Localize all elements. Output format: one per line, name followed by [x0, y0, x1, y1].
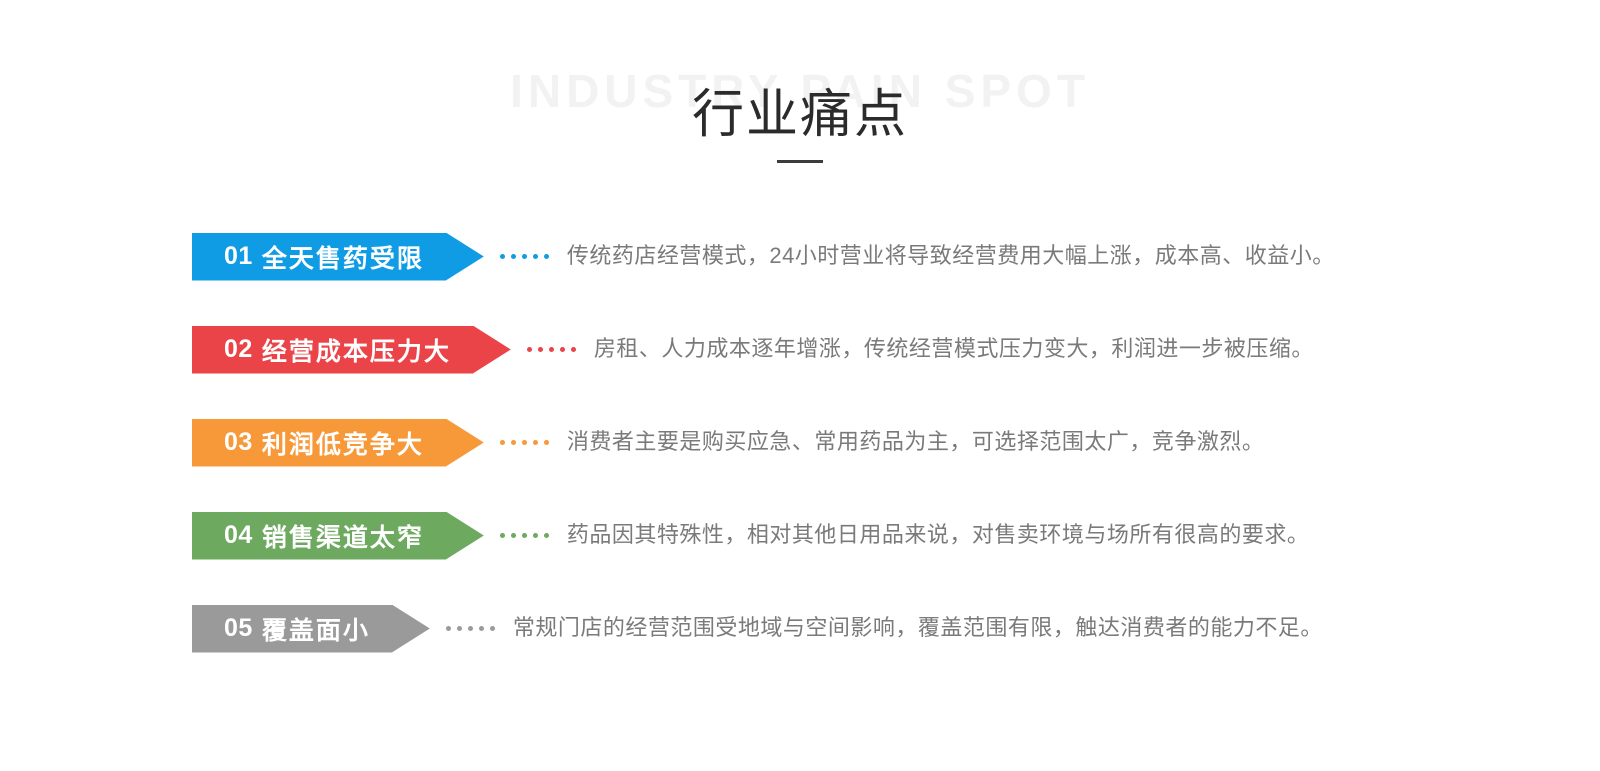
dotted-leader-icon: [499, 533, 549, 538]
page-title: 行业痛点: [691, 86, 908, 144]
pain-point-label: 利润低竞争大: [261, 430, 424, 459]
list-item: 02 经营成本压力大 房租、人力成本逐年增涨，传统经营模式压力变大，利润进一步被…: [0, 303, 1600, 396]
pain-point-description: 传统药店经营模式，24小时营业将导致经营费用大幅上涨，成本高、收益小。: [566, 243, 1335, 269]
pain-point-description: 房租、人力成本逐年增涨，传统经营模式压力变大，利润进一步被压缩。: [593, 336, 1314, 362]
title-stack: INDUSTRY PAIN SPOT 行业痛点: [350, 58, 1250, 178]
pain-point-number: 05: [224, 614, 253, 642]
pain-point-description: 药品因其特殊性，相对其他日用品来说，对售卖环境与场所有很高的要求。: [566, 522, 1310, 548]
list-item: 01 全天售药受限 传统药店经营模式，24小时营业将导致经营费用大幅上涨，成本高…: [0, 210, 1600, 303]
pain-point-tag-04[interactable]: 04 销售渠道太窄: [192, 512, 484, 560]
pain-point-description: 消费者主要是购买应急、常用药品为主，可选择范围太广，竞争激烈。: [566, 429, 1265, 455]
dotted-leader-icon: [526, 347, 576, 352]
pain-point-tag-02[interactable]: 02 经营成本压力大: [192, 326, 511, 374]
list-item: 04 销售渠道太窄 药品因其特殊性，相对其他日用品来说，对售卖环境与场所有很高的…: [0, 489, 1600, 582]
list-item: 05 覆盖面小 常规门店的经营范围受地域与空间影响，覆盖范围有限，触达消费者的能…: [0, 582, 1600, 675]
dotted-leader-icon: [499, 440, 549, 445]
dotted-leader-icon: [445, 626, 495, 631]
title-english-watermark: INDUSTRY PAIN SPOT: [510, 65, 1090, 117]
pain-point-tag-03[interactable]: 03 利润低竞争大: [192, 419, 484, 467]
pain-point-tag-05[interactable]: 05 覆盖面小: [192, 605, 430, 653]
pain-point-description: 常规门店的经营范围受地域与空间影响，覆盖范围有限，触达消费者的能力不足。: [512, 615, 1323, 641]
pain-point-number: 04: [224, 521, 253, 549]
dotted-leader-icon: [499, 254, 549, 259]
title-underline-rule: [777, 160, 823, 163]
pain-point-label: 经营成本压力大: [261, 337, 451, 366]
pain-point-number: 02: [224, 335, 253, 363]
pain-point-number: 01: [224, 242, 253, 270]
pain-point-label: 销售渠道太窄: [261, 523, 424, 552]
pain-point-label: 覆盖面小: [261, 616, 370, 645]
list-item: 03 利润低竞争大 消费者主要是购买应急、常用药品为主，可选择范围太广，竞争激烈…: [0, 396, 1600, 489]
pain-point-label: 全天售药受限: [261, 244, 424, 273]
pain-point-tag-01[interactable]: 01 全天售药受限: [192, 233, 484, 281]
pain-point-list: 01 全天售药受限 传统药店经营模式，24小时营业将导致经营费用大幅上涨，成本高…: [0, 210, 1600, 675]
slide-header: INDUSTRY PAIN SPOT 行业痛点: [0, 58, 1600, 183]
pain-point-number: 03: [224, 428, 253, 456]
